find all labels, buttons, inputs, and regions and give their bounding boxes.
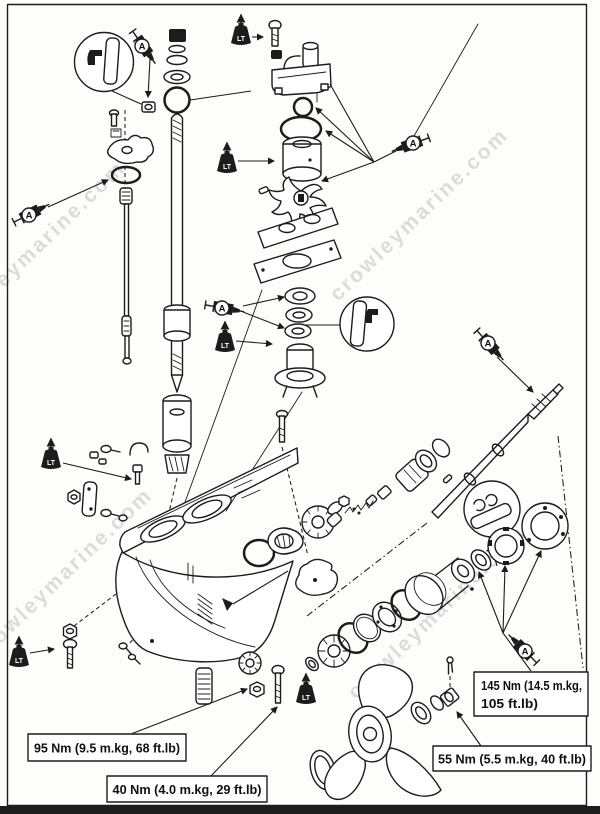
shift-rod: [119, 187, 133, 365]
threadlocker-letter: LT: [302, 695, 311, 702]
water-pump-bolt: [268, 19, 282, 59]
water-pump-housing: [271, 41, 332, 103]
propeller-nut-parts: [410, 656, 460, 725]
anode-plate: [67, 481, 128, 522]
mount-nut-and-bolt: [62, 623, 78, 669]
shift-rod-o-ring: [110, 165, 142, 185]
grease-symbol-circle: [134, 38, 150, 54]
drive-shaft: [163, 29, 252, 393]
threadlocker-marker: LT: [231, 13, 265, 45]
impeller: [258, 176, 327, 227]
watermark-text: crowleymarine.com: [325, 123, 513, 305]
seal-sleeve-inset: [305, 296, 395, 352]
clutch-dog-and-shift-parts: [326, 438, 453, 528]
page-bottom-bar: [0, 806, 600, 814]
pin-glyph: [485, 493, 498, 507]
ring-nut: [487, 527, 525, 565]
washer: [429, 695, 445, 711]
shift-cam-assembly: [106, 109, 155, 185]
propeller-nut: [439, 687, 460, 707]
pump-gasket-plates: [253, 207, 342, 284]
gearcase-mount-nut: [249, 681, 265, 698]
torque-145-label-line1: 145 Nm (14.5 m.kg,: [481, 678, 582, 693]
cross-pin: [442, 474, 453, 484]
gearcase-anode: [195, 667, 213, 705]
threadlocker-letter: LT: [223, 164, 232, 171]
bearing-carrier: [404, 557, 476, 616]
toothed-washer: [238, 651, 262, 675]
grease-symbol-letter: A: [219, 304, 226, 315]
threadlocker-letter: LT: [15, 658, 24, 665]
torque-40-label: 40 Nm (4.0 m.kg, 29 ft.lb): [113, 782, 262, 797]
torque-55-label: 55 Nm (5.5 m.kg, 40 ft.lb): [438, 752, 586, 767]
impeller-key: [258, 186, 269, 195]
threadlocker-letter: LT: [237, 36, 246, 43]
grease-nipple-nut: [141, 101, 156, 113]
driveshaft-o-ring: [163, 86, 191, 114]
pump-o-ring-small: [292, 96, 314, 118]
seal-glyph: [365, 309, 378, 323]
impeller-housing-cup: [282, 136, 322, 182]
gearcase-mount-bolt: [271, 664, 285, 704]
trim-tab: [275, 409, 339, 597]
oil-seal-housing-stack: [274, 287, 326, 398]
threadlocker-letter: LT: [47, 460, 56, 467]
speedometer-fittings: [89, 442, 149, 485]
torque-callout-95nm: 95 Nm (9.5 m.kg, 68 ft.lb): [27, 687, 248, 762]
watermark-text: crowleymarine.com: [0, 156, 130, 338]
threadlocker-marker: LT: [9, 635, 56, 667]
threadlocker-letter: LT: [221, 343, 230, 350]
propeller-shaft: [431, 383, 564, 519]
oil-seal: [285, 307, 313, 323]
pin-clip-glyph: [87, 50, 102, 65]
driveshaft-sleeve-and-bearing: [162, 394, 192, 474]
propeller: [324, 664, 442, 800]
torque-95-label: 95 Nm (9.5 m.kg, 68 ft.lb): [34, 741, 180, 756]
grease-marker: A: [473, 327, 534, 393]
torque-callout-145nm: 145 Nm (14.5 m.kg, 105 ft.lb): [473, 671, 589, 717]
driveshaft-taper-bearing: [164, 454, 190, 474]
grease-marker: A: [128, 28, 156, 99]
grease-symbol-letter: A: [139, 42, 146, 53]
grease-symbol-letter: A: [522, 647, 529, 658]
grease-symbol-letter: A: [26, 211, 33, 222]
pin-glyph: [473, 498, 486, 512]
cotter-pin: [446, 656, 454, 690]
reverse-gear: [317, 634, 351, 668]
torque-145-label-line2: 105 ft.lb): [481, 696, 538, 711]
small-screws: [118, 642, 141, 665]
water-intake-grille: [197, 593, 213, 625]
driveshaft-bearing-housing: [242, 527, 304, 568]
grease-symbol-letter: A: [485, 339, 492, 350]
torque-callout-40nm: 40 Nm (4.0 m.kg, 29 ft.lb): [106, 706, 278, 803]
threadlocker-marker: LT: [296, 672, 316, 704]
shift-cam-pin-inset: [73, 31, 142, 105]
pinion-gear: [301, 495, 350, 539]
hex-nut: [67, 489, 81, 505]
grease-marker: A: [315, 83, 431, 183]
driveshaft-lower-bearing: [284, 287, 316, 305]
leader-arrowhead: [222, 598, 233, 611]
oil-seal: [284, 323, 312, 339]
gear-housing: [115, 447, 299, 663]
grease-marker: A: [11, 179, 109, 227]
page-border: [6, 3, 588, 807]
threadlocker-marker: LT: [41, 437, 133, 482]
threadlocker-marker: LT: [215, 320, 274, 352]
bearing-carrier-cluster: [305, 502, 569, 672]
grease-symbol-letter: A: [410, 139, 417, 150]
threadlocker-marker: LT: [217, 141, 276, 173]
grease-marker: A: [203, 294, 286, 330]
carrier-retainer-ring: [521, 502, 569, 550]
pump-mount-bore: [182, 494, 232, 524]
pinion-nut: [338, 495, 350, 508]
torque-callout-55nm: 55 Nm (5.5 m.kg, 40 ft.lb): [432, 711, 592, 772]
cross-pin-inset: [463, 480, 521, 567]
driveshaft-bearing: [163, 69, 191, 85]
grease-marker: A: [477, 550, 542, 672]
